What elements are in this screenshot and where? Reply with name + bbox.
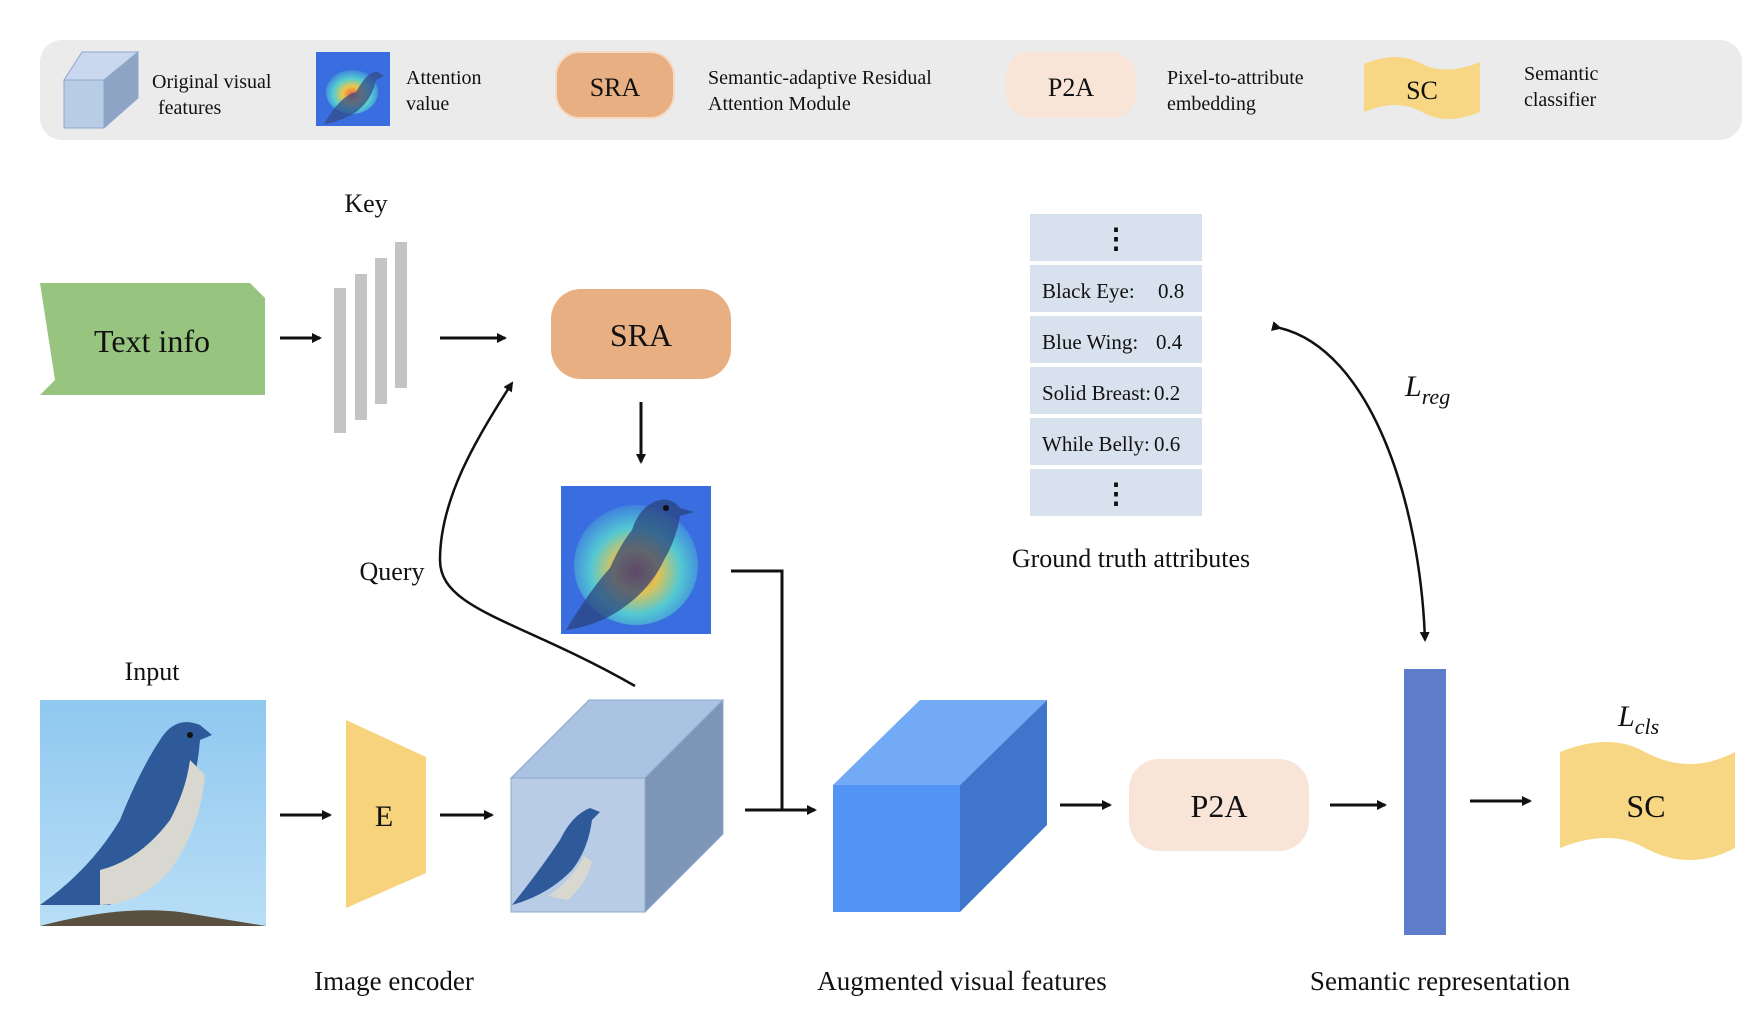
connector-attention-down [731,569,784,810]
key-bars [334,242,407,433]
legend-sra-desc-line2: Attention Module [708,93,851,115]
attribute-row [1030,265,1202,312]
original-feature-cube [509,698,725,914]
legend-attention-line1: Attention [406,67,482,89]
legend-sc-label: SC [1406,76,1438,105]
loss-reg-label: Lreg [1404,370,1450,409]
legend-sra-desc-line1: Semantic-adaptive Residual [708,67,932,89]
legend-sc-desc-line1: Semantic [1524,63,1599,85]
encoder-label: E [375,800,393,833]
attribute-value: 0.4 [1156,330,1183,354]
p2a-module [1129,759,1309,851]
legend-attention-line2: value [406,93,449,115]
attribute-value: 0.8 [1158,279,1184,303]
query-label: Query [360,557,425,586]
sra-module [551,289,731,379]
attribute-name: While Belly: [1042,432,1150,456]
image-encoder-caption: Image encoder [314,966,474,996]
semantic-classifier [1560,742,1735,860]
legend-original-features-line2: features [158,97,222,119]
legend-bar: Original visual features Attention value… [40,40,1742,140]
ground-truth-caption: Ground truth attributes [1012,544,1250,573]
attribute-name: Blue Wing: [1042,330,1138,354]
text-info-block [40,283,265,395]
legend-cube-icon [63,50,140,130]
loss-reg-arrow [1271,321,1430,642]
ellipsis-bottom: ⋮ [1102,479,1130,510]
legend-p2a-desc-line1: Pixel-to-attribute [1167,67,1304,89]
attribute-name: Black Eye: [1042,279,1135,303]
legend-sra-box [555,51,675,119]
legend-p2a-box [1006,52,1136,118]
augmented-features-caption: Augmented visual features [817,966,1106,996]
key-bar-2 [355,274,367,420]
sc-label: SC [1626,788,1665,824]
semantic-representation-caption: Semantic representation [1310,966,1571,996]
attribute-row-ellipsis-top [1030,214,1202,261]
input-image [40,700,266,926]
legend-attention-image [316,52,390,126]
image-encoder-block [346,720,426,908]
key-label: Key [344,189,387,218]
legend-p2a-desc-line2: embedding [1167,93,1256,115]
attribute-row [1030,418,1202,465]
key-bar-4 [395,242,407,388]
attribute-row [1030,316,1202,363]
legend-sc-shape [1364,57,1480,119]
attribute-row-ellipsis-bottom [1030,469,1202,516]
legend-p2a-label: P2A [1048,73,1094,102]
legend-sra-label: SRA [590,73,641,102]
attribute-value: 0.6 [1154,432,1180,456]
legend-background [40,40,1742,140]
augmented-feature-cube [833,700,1047,912]
semantic-representation-bar [1404,669,1446,935]
ground-truth-table: ⋮ Black Eye: 0.8 Blue Wing: 0.4 Solid Br… [1030,214,1202,516]
attribute-row [1030,367,1202,414]
legend-original-features-line1: Original visual [152,71,272,93]
loss-cls-label: Lcls [1617,700,1659,739]
ellipsis-top: ⋮ [1102,224,1130,255]
key-bar-3 [375,258,387,404]
input-label: Input [125,657,181,686]
attention-map [561,486,711,634]
attribute-value: 0.2 [1154,381,1180,405]
sra-label: SRA [610,317,672,353]
query-arrow [438,381,636,688]
legend-sc-desc-line2: classifier [1524,89,1597,111]
key-bar-1 [334,288,346,433]
p2a-label: P2A [1191,788,1248,824]
attribute-name: Solid Breast: [1042,381,1151,405]
text-info-label: Text info [94,323,210,359]
